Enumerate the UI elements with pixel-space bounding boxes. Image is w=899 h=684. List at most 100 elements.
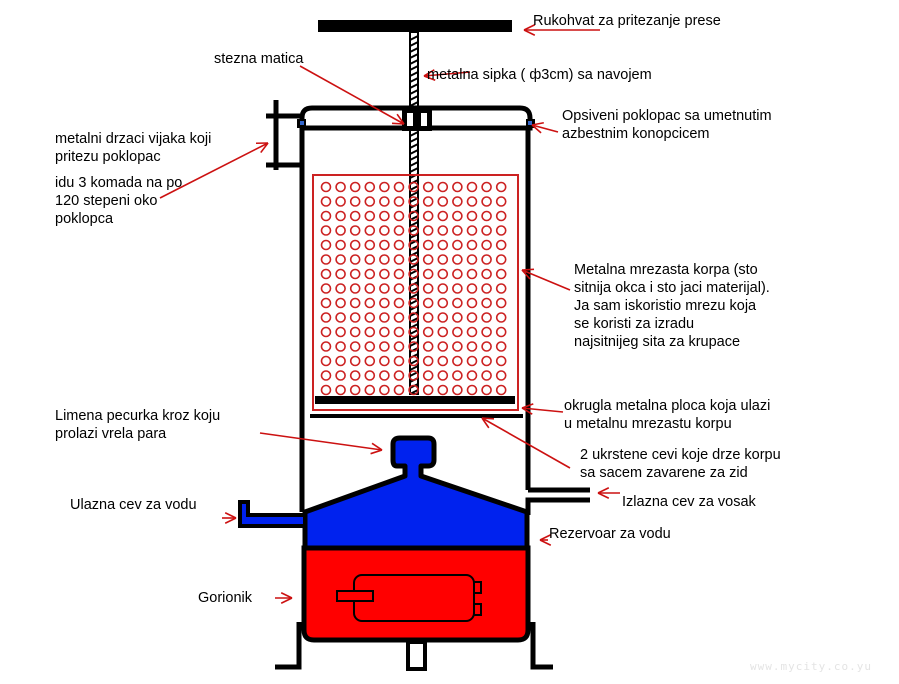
mesh-hole <box>379 268 390 280</box>
mesh-hole <box>335 210 346 222</box>
mesh-hole <box>466 196 478 207</box>
mesh-hole <box>364 326 376 338</box>
mesh-hole <box>349 283 361 294</box>
mesh-hole <box>335 239 346 251</box>
mesh-hole <box>437 312 449 323</box>
mesh-hole <box>466 210 478 222</box>
mesh-hole <box>320 312 332 323</box>
thread-mark <box>409 221 419 227</box>
thread-mark <box>409 359 419 365</box>
mesh-hole <box>422 283 434 294</box>
mesh-hole <box>437 384 449 396</box>
label-bolts: metalni drzaci vijaka koji pritezu poklo… <box>55 131 212 165</box>
label-nut: stezna matica <box>214 51 304 67</box>
mesh-hole <box>335 297 346 309</box>
thread-mark <box>409 299 419 305</box>
mesh-hole <box>408 268 419 280</box>
mesh-hole <box>422 196 434 207</box>
mesh-hole <box>364 239 376 251</box>
mesh-hole <box>335 283 346 294</box>
burner <box>336 574 482 622</box>
mesh-hole <box>393 297 405 309</box>
mesh-hole <box>349 254 361 265</box>
label-lid: Opsiveni poklopac sa umetnutim azbestnim… <box>562 108 772 142</box>
thread-mark <box>409 167 419 173</box>
steam-mushroom-and-boiler-top <box>302 435 530 551</box>
mesh-hole <box>495 312 507 323</box>
mesh-hole <box>495 239 507 251</box>
mesh-hole <box>422 254 434 265</box>
thread-mark <box>409 161 419 167</box>
arrow <box>521 403 564 415</box>
mesh-hole <box>408 341 419 352</box>
mesh-hole <box>393 181 405 193</box>
mesh-hole <box>408 297 419 309</box>
mesh-hole <box>422 370 434 381</box>
label-outlet: Izlazna cev za vosak <box>622 494 756 510</box>
mesh-hole <box>320 254 332 265</box>
mesh-hole <box>379 370 390 381</box>
arrow <box>521 268 571 291</box>
mesh-hole <box>364 370 376 381</box>
mesh-hole <box>481 210 492 222</box>
mesh-hole <box>422 239 434 251</box>
mesh-hole <box>349 355 361 367</box>
mesh-hole <box>481 355 492 367</box>
mesh-hole <box>393 196 405 207</box>
mesh-hole <box>379 225 390 236</box>
label-rod: metalna sipka ( ф3cm) sa navojem <box>427 67 652 83</box>
mesh-hole <box>437 297 449 309</box>
mesh-hole <box>349 181 361 193</box>
mesh-hole <box>495 326 507 338</box>
mesh-hole <box>452 210 463 222</box>
mesh-hole <box>320 384 332 396</box>
pressing-plate <box>315 396 515 404</box>
thread-mark <box>409 131 419 137</box>
mesh-hole <box>481 297 492 309</box>
mesh-hole <box>335 326 346 338</box>
thread-mark <box>409 143 419 149</box>
mesh-hole <box>437 225 449 236</box>
mesh-hole <box>320 283 332 294</box>
mesh-hole <box>379 181 390 193</box>
mesh-hole <box>495 254 507 265</box>
mesh-hole <box>437 210 449 222</box>
mesh-hole <box>466 355 478 367</box>
arrow <box>222 512 237 524</box>
mesh-hole <box>320 210 332 222</box>
mesh-hole <box>335 370 346 381</box>
mesh-hole <box>364 312 376 323</box>
mesh-hole <box>452 181 463 193</box>
mesh-hole <box>335 268 346 280</box>
mesh-hole <box>335 384 346 396</box>
water-inlet-pipe <box>238 500 307 528</box>
mesh-hole <box>495 341 507 352</box>
mesh-hole <box>495 370 507 381</box>
clamp-nut <box>402 107 432 131</box>
mesh-hole <box>379 341 390 352</box>
thread-mark <box>409 287 419 293</box>
arrow <box>523 24 600 36</box>
mesh-hole <box>408 326 419 338</box>
mesh-hole <box>320 239 332 251</box>
mesh-hole <box>481 312 492 323</box>
mesh-hole <box>495 268 507 280</box>
label-handle: Rukohvat za pritezanje prese <box>533 13 721 29</box>
cross-pipes <box>310 414 523 418</box>
mesh-hole <box>408 370 419 381</box>
mesh-hole <box>422 384 434 396</box>
mesh-hole <box>349 268 361 280</box>
mesh-hole <box>408 181 419 193</box>
mesh-hole <box>481 370 492 381</box>
thread-mark <box>409 41 419 47</box>
mesh-holes <box>320 181 507 396</box>
mesh-hole <box>466 225 478 236</box>
label-reservoir: Rezervoar za vodu <box>549 526 671 542</box>
label-basket: Metalna mrezasta korpa (sto sitnija okca… <box>574 262 770 350</box>
arrow <box>531 121 559 134</box>
mesh-hole <box>364 225 376 236</box>
mesh-hole <box>495 297 507 309</box>
mesh-hole <box>393 225 405 236</box>
mesh-hole <box>452 312 463 323</box>
